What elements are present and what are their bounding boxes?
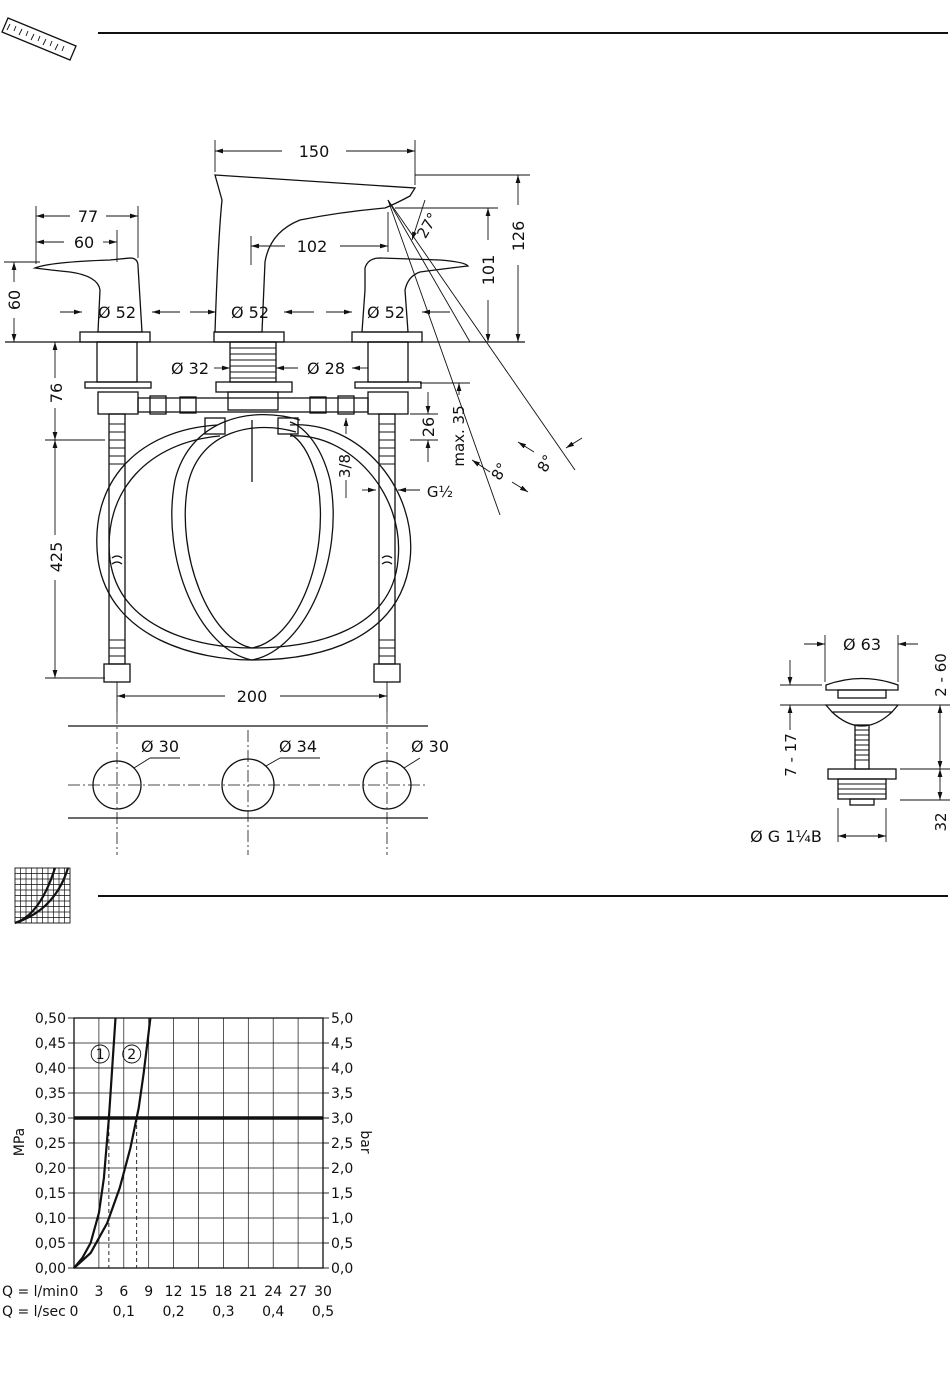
mpa-tick-label: 0,45 (35, 1036, 66, 1052)
lsec-tick-label: 0 (70, 1304, 79, 1320)
mpa-tick-label: 0,40 (35, 1061, 66, 1077)
lmin-tick-label: 30 (314, 1284, 332, 1300)
lsec-tick-label: 0,4 (262, 1304, 284, 1320)
dim-77: 77 (78, 207, 98, 226)
mpa-tick-label: 0,25 (35, 1136, 66, 1152)
ruler-icon (1, 17, 77, 61)
series-label-circle-1 (90, 1044, 110, 1064)
y-axis-label-mpa: MPa (12, 1128, 28, 1156)
lsec-tick-label: 0,2 (162, 1304, 184, 1320)
dim-phi30-left: Ø 30 (141, 737, 179, 756)
lmin-tick-label: 3 (94, 1284, 103, 1300)
bar-tick-label: 3,0 (331, 1111, 353, 1127)
lmin-tick-label: 24 (264, 1284, 282, 1300)
bar-tick-label: 5,0 (331, 1011, 353, 1027)
bar-tick-label: 1,5 (331, 1186, 353, 1202)
flow-chart-icon (14, 867, 71, 925)
faucet-dimension-drawing: 150 126 101 102 27° 77 60 (4, 140, 583, 712)
dim-phi32: Ø 32 (171, 359, 209, 378)
bar-tick-label: 2,0 (331, 1161, 353, 1177)
dim-102: 102 (297, 237, 328, 256)
dim-phi28: Ø 28 (307, 359, 345, 378)
series-label-2: 2 (127, 1047, 136, 1063)
dim-phi52-right: Ø 52 (367, 303, 405, 322)
dim-phi63: Ø 63 (843, 635, 881, 654)
dim-27deg: 27° (413, 209, 442, 241)
bar-tick-label: 0,5 (331, 1236, 353, 1252)
mpa-tick-label: 0,30 (35, 1111, 66, 1127)
mpa-tick-label: 0,15 (35, 1186, 66, 1202)
dim-g-half: G½ (427, 483, 453, 501)
dim-thread-g114b: Ø G 1¼B (750, 827, 822, 846)
lsec-tick-label: 0,5 (312, 1304, 334, 1320)
dim-425: 425 (47, 542, 66, 573)
left-handle (32, 257, 151, 343)
bar-tick-label: 0,0 (331, 1261, 353, 1277)
dim-200: 200 (237, 687, 268, 706)
dim-150: 150 (299, 142, 330, 161)
mpa-tick-labels: 0,00 0,05 0,10 0,15 0,20 0,25 0,30 0,35 0,40 0,45… (35, 1011, 66, 1277)
flow-curve-1 (73, 1017, 117, 1269)
lsec-tick-label: 0,3 (212, 1304, 234, 1320)
lmin-tick-label: 21 (239, 1284, 257, 1300)
series-label-1: 1 (96, 1047, 105, 1063)
dim-max35: max. 35 (450, 405, 468, 466)
dim-8deg-a: 8° (488, 460, 512, 484)
mpa-tick-label: 0,35 (35, 1086, 66, 1102)
lmin-tick-label: 27 (289, 1284, 307, 1300)
bar-tick-label: 2,5 (331, 1136, 353, 1152)
lmin-tick-label: 9 (144, 1284, 153, 1300)
plan-view-cutouts: Ø 30 Ø 34 Ø 30 (68, 712, 449, 855)
lmin-tick-label: 18 (214, 1284, 232, 1300)
lsec-tick-labels: 0 0,1 0,2 0,3 0,4 0,5 (70, 1304, 335, 1320)
mpa-tick-label: 0,05 (35, 1236, 66, 1252)
dim-26: 26 (419, 417, 438, 437)
dim-101: 101 (479, 255, 498, 286)
dim-2-60: 2 - 60 (932, 653, 950, 697)
lsec-tick-label: 0,1 (113, 1304, 135, 1320)
bar-tick-label: 1,0 (331, 1211, 353, 1227)
lmin-tick-label: 12 (165, 1284, 183, 1300)
dim-126: 126 (509, 221, 528, 252)
bar-tick-label: 4,0 (331, 1061, 353, 1077)
dim-3-8: 3/8 (336, 454, 354, 478)
dim-phi30-right: Ø 30 (411, 737, 449, 756)
mpa-tick-label: 0,50 (35, 1011, 66, 1027)
dim-phi34: Ø 34 (279, 737, 317, 756)
dim-8deg-b: 8° (534, 452, 558, 476)
dim-76: 76 (47, 383, 66, 403)
mpa-tick-label: 0,00 (35, 1261, 66, 1277)
y-axis-label-bar: bar (357, 1130, 373, 1153)
dim-60-vertical: 60 (5, 290, 24, 310)
dim-7-17: 7 - 17 (782, 733, 800, 777)
mpa-tick-label: 0,10 (35, 1211, 66, 1227)
mpa-tick-label: 0,20 (35, 1161, 66, 1177)
bar-tick-label: 3,5 (331, 1086, 353, 1102)
bar-tick-label: 4,5 (331, 1036, 353, 1052)
flow-curve-2 (73, 1017, 152, 1269)
lmin-tick-label: 15 (190, 1284, 208, 1300)
lmin-tick-label: 6 (119, 1284, 128, 1300)
series-label-circle-2 (122, 1044, 142, 1064)
dim-phi52-left: Ø 52 (98, 303, 136, 322)
bar-tick-labels: 0,0 0,5 1,0 1,5 2,0 2,5 3,0 3,5 4,0 4,5 5,0 (331, 1011, 353, 1277)
dim-32: 32 (932, 812, 950, 831)
x-axis-label-lmin: Q = l/min (2, 1284, 69, 1300)
dim-60-horizontal: 60 (74, 233, 94, 252)
x-axis-label-lsec: Q = l/sec (2, 1304, 66, 1320)
chart-grid (68, 1017, 329, 1269)
dim-phi52-center: Ø 52 (231, 303, 269, 322)
waste-valve-drawing: Ø 63 7 - 17 2 - 60 32 Ø G 1¼B (750, 635, 950, 846)
lmin-tick-label: 0 (70, 1284, 79, 1300)
right-handle (351, 257, 470, 343)
